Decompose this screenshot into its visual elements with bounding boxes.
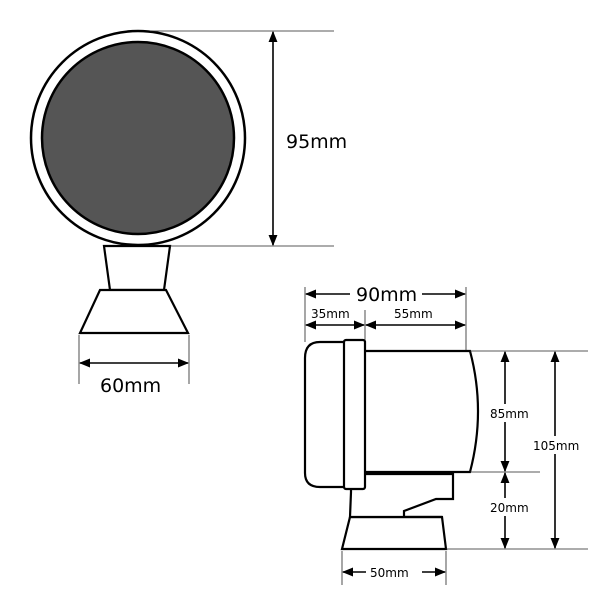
front-base — [78, 288, 190, 335]
side-body-label: 55mm — [394, 307, 433, 321]
side-bezel-ring — [342, 338, 367, 491]
side-bezel-front — [303, 340, 348, 489]
side-base — [340, 515, 448, 551]
side-bezel-label: 35mm — [311, 307, 350, 321]
side-total-height-label-bg — [530, 436, 592, 454]
side-length-label-bg — [350, 283, 422, 303]
side-body — [362, 349, 480, 474]
side-length-label: 90mm — [356, 284, 417, 306]
front-height-label: 95mm — [286, 131, 347, 153]
front-view: 95mm 60mm — [29, 29, 356, 397]
side-base-label-bg — [366, 564, 422, 580]
side-mount-height-label-bg — [486, 498, 536, 516]
side-view: 90mm 35mm 55mm 85mm 20mm 105mm 50mm — [303, 283, 592, 585]
side-mount — [348, 472, 455, 519]
side-body-height-label-bg — [486, 404, 536, 422]
gauge-lens — [40, 40, 236, 236]
side-base-label: 50mm — [370, 566, 409, 580]
side-body-height-label: 85mm — [490, 407, 529, 421]
side-mount-height-label: 20mm — [490, 501, 529, 515]
side-body-label-bg — [388, 308, 444, 322]
front-width-label: 60mm — [100, 375, 161, 397]
front-neck — [102, 244, 172, 292]
side-total-height-label: 105mm — [533, 439, 579, 453]
front-height-label-bg — [280, 128, 356, 154]
